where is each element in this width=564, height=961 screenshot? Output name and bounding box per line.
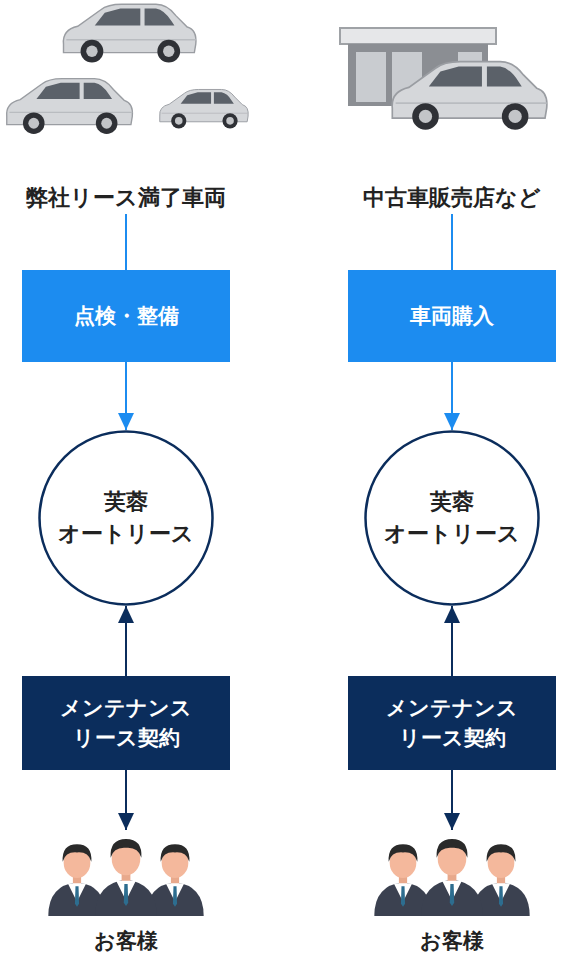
circle-outline: [364, 430, 540, 606]
flow-arrow: [451, 214, 453, 270]
sedan: [63, 4, 196, 62]
customer-group: お客様: [352, 830, 552, 956]
node-label: メンテナンス リース契約: [362, 693, 542, 754]
process-box: 点検・整備: [22, 270, 230, 362]
mini-car: [160, 89, 249, 128]
flow-arrow: [125, 214, 127, 270]
flow-arrow: [451, 362, 453, 430]
flow-arrow: [125, 770, 127, 830]
customer-group: お客様: [26, 830, 226, 956]
process-box: 車両購入: [348, 270, 556, 362]
flow-arrow: [125, 606, 127, 676]
node-label: 弊社リース満了車両: [26, 182, 226, 214]
contract-box: メンテナンス リース契約: [22, 676, 230, 770]
flow-arrow: [451, 606, 453, 676]
company-circle: 芙蓉 オートリース: [364, 430, 540, 606]
customers-figure: [48, 839, 203, 916]
flow-arrow: [451, 770, 453, 830]
node-label: 芙蓉 オートリース: [377, 486, 527, 550]
lease-cars: [7, 4, 249, 134]
node-label: お客様: [94, 926, 158, 956]
source-group: 弊社リース満了車両: [0, 0, 252, 214]
customers-figure: [374, 839, 529, 916]
dealer-shop: [340, 28, 547, 130]
company-circle: 芙蓉 オートリース: [38, 430, 214, 606]
node-label: 芙蓉 オートリース: [51, 486, 201, 550]
flow-arrow: [125, 362, 127, 430]
node-label: 車両購入: [410, 301, 494, 331]
contract-box: メンテナンス リース契約: [348, 676, 556, 770]
node-label: メンテナンス リース契約: [36, 693, 216, 754]
node-label: 中古車販売店など: [363, 182, 541, 214]
node-label: 点検・整備: [74, 301, 179, 331]
hatchback: [7, 79, 133, 134]
node-label: お客様: [420, 926, 484, 956]
used-car: [392, 62, 547, 130]
circle-outline: [38, 430, 214, 606]
source-group: 中古車販売店など: [332, 0, 564, 214]
